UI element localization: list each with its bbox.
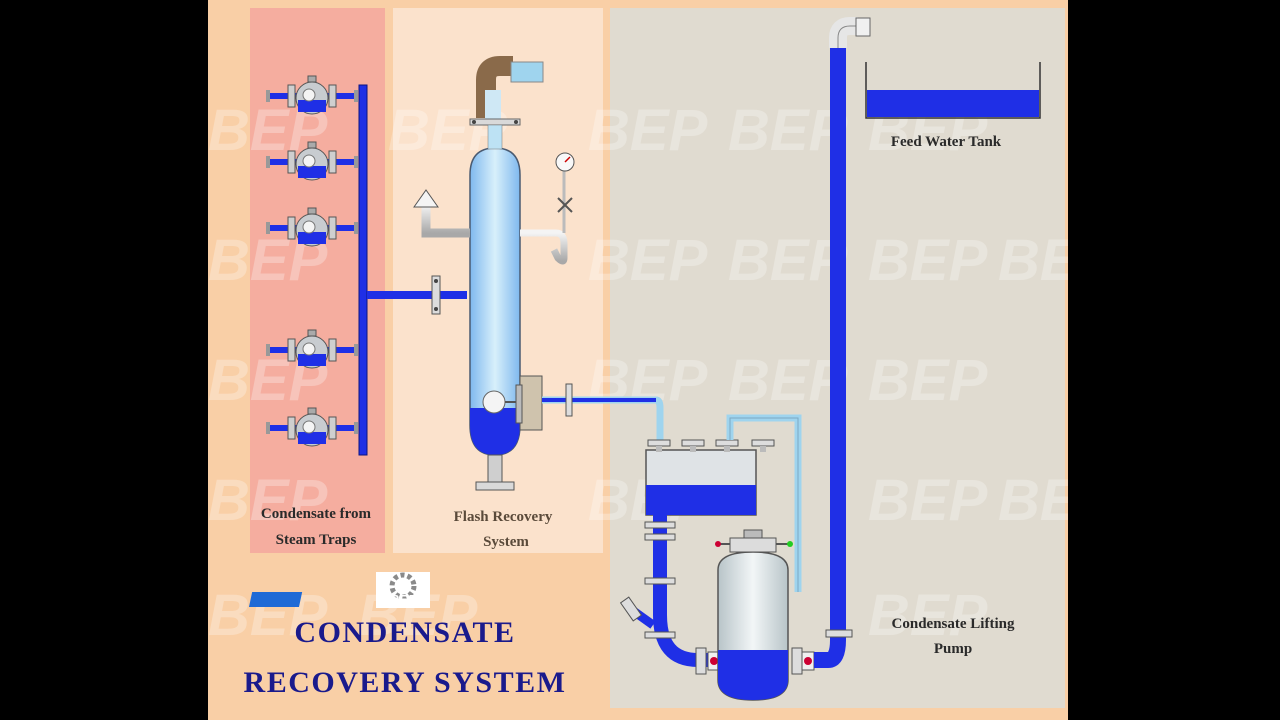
title-line2: RECOVERY SYSTEM — [244, 666, 567, 699]
label-system: System — [483, 534, 529, 550]
svg-text:BEP: BEP — [588, 98, 708, 163]
svg-text:BEP: BEP — [868, 348, 988, 413]
svg-text:BEP: BEP — [868, 468, 988, 533]
label-steam-traps: Steam Traps — [276, 532, 357, 548]
label-condensate-from: Condensate from — [261, 506, 372, 522]
svg-text:BEP: BEP — [998, 228, 1068, 293]
svg-text:BEP: BEP — [728, 348, 848, 413]
svg-text:BEP: BEP — [868, 583, 988, 648]
steam-trap — [266, 207, 358, 247]
label-condensate-lifting: Condensate Lifting — [892, 616, 1015, 632]
condensate-header — [358, 84, 467, 456]
svg-text:BEP: BEP — [390, 592, 417, 607]
svg-text:BEP: BEP — [588, 228, 708, 293]
steam-trap — [266, 75, 358, 115]
steam-trap — [266, 407, 358, 447]
pump-system — [619, 17, 871, 701]
steam-trap — [266, 141, 358, 181]
condensate-recovery-diagram: BEP BEP BEP BEP BEP BEP BEP BEP BEP BEP … — [208, 0, 1068, 720]
svg-text:BEP: BEP — [208, 468, 328, 533]
feed-water-tank — [865, 62, 1041, 119]
steam-trap — [266, 329, 358, 369]
svg-text:BEP: BEP — [728, 98, 848, 163]
svg-text:BEP: BEP — [728, 228, 848, 293]
label-feed-water-tank: Feed Water Tank — [891, 134, 1002, 150]
flash-vessel — [413, 56, 664, 491]
label-pump: Pump — [934, 641, 972, 657]
label-flash-recovery: Flash Recovery — [454, 509, 553, 525]
svg-text:BEP: BEP — [868, 228, 988, 293]
title-line1: CONDENSATE — [294, 616, 515, 649]
diagram-frame: BEP BEP BEP BEP BEP BEP BEP BEP BEP BEP … — [208, 0, 1068, 720]
bep-logo: BEP — [248, 572, 430, 608]
svg-text:BEP: BEP — [998, 468, 1068, 533]
steam-traps — [266, 75, 358, 447]
